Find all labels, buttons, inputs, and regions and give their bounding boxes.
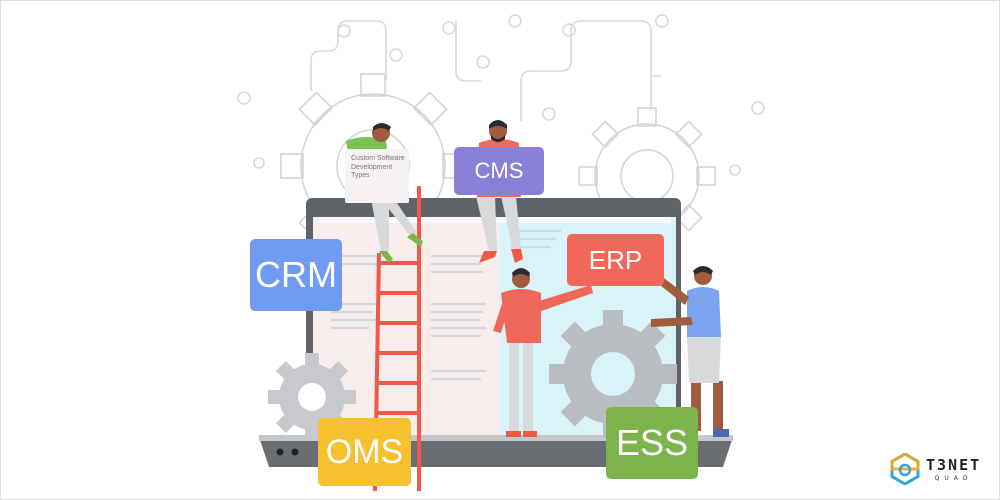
circuit-background [237,14,765,176]
brand-wordmark: T3NET [926,456,982,474]
oms-label: OMS [318,418,411,486]
crm-label: CRM [250,239,342,311]
person-presenting-icon [645,266,729,437]
hexagon-tq-logo-icon [890,453,920,485]
sign-text: Custom Software Development Types [351,155,405,179]
brand-logo: T3NET QUAD [890,453,981,485]
cms-label: CMS [454,147,544,195]
erp-label: ERP [567,234,664,286]
software-types-sign: Custom Software Development Types [345,149,409,203]
brand-text: T3NET QUAD [926,456,981,482]
person-pointing-icon [493,268,593,437]
brand-subtitle: QUAD [934,475,973,482]
ess-label: ESS [606,407,698,479]
